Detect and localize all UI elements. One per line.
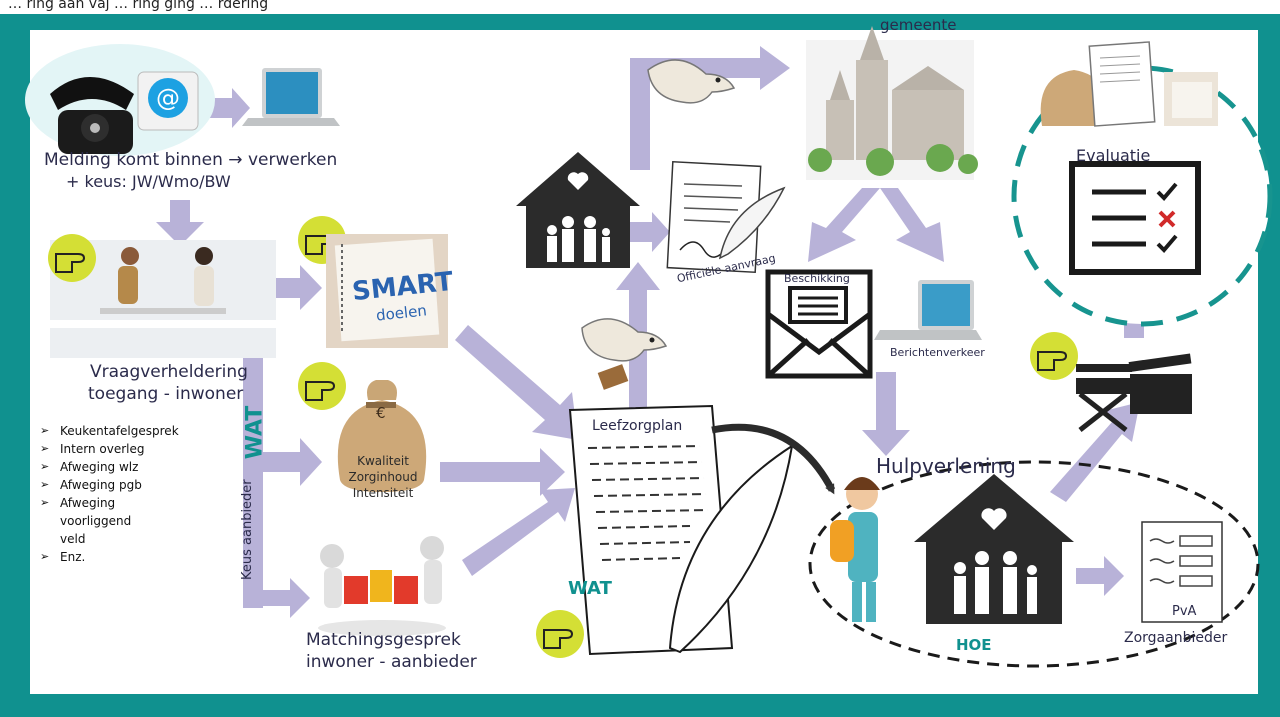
laptop-icon [242, 68, 340, 126]
carrier-pigeon-icon [581, 318, 668, 390]
list-item: Enz. [40, 548, 179, 566]
quill-icon [718, 186, 786, 260]
list-item: Afweging pgb [40, 476, 179, 494]
arrow-to-laptop [207, 88, 250, 128]
hulpverlening-label: Hulpverlening [876, 454, 1016, 478]
arrow-to-matching [263, 578, 310, 618]
pointing-hand-icon [536, 610, 584, 658]
flow-arrows [156, 46, 1156, 618]
arrow-to-smart [243, 265, 322, 310]
vraagverheldering-subtitle: toegang - inwoner [88, 384, 244, 404]
hoe-label: HOE [956, 636, 992, 654]
evaluatie-label: Evaluatie [1076, 146, 1151, 165]
matching-subtitle: inwoner - aanbieder [306, 652, 477, 672]
arrow-matching-to-plan [462, 488, 575, 576]
clapperboard-icon [1128, 353, 1192, 414]
svg-text:@: @ [156, 84, 180, 112]
top-strip [0, 0, 1280, 14]
arrow-house-to-aanvraag [630, 212, 670, 252]
laptop-icon [874, 280, 982, 340]
email-icon: @ [137, 71, 199, 131]
pva-label: PvA [1172, 604, 1197, 619]
list-item: Afweging voorliggend veld [40, 494, 160, 548]
puzzle-icon [318, 536, 446, 636]
melding-label: Melding komt binnen → verwerken [44, 150, 338, 170]
vraagverheldering-title: Vraagverheldering [90, 362, 248, 382]
family-house-icon [914, 474, 1074, 624]
euro-symbol: € [376, 404, 386, 422]
hulpverlening-ellipse [808, 460, 1260, 668]
berichtenverkeer-label: Berichtenverkeer [890, 346, 985, 359]
care-worker-icon [830, 477, 880, 622]
smart-notebook [1164, 72, 1218, 126]
zorginhoud-label: Zorginhoud [348, 470, 418, 484]
envelope-icon [765, 269, 873, 379]
list-item: Keukentafelgesprek [40, 422, 179, 440]
list-item: Intern overleg [40, 440, 179, 458]
document-icon [1088, 41, 1156, 127]
activity-list: Keukentafelgesprek Intern overleg Afwegi… [40, 422, 179, 566]
smart-notebook [326, 234, 448, 348]
checklist-icon [1069, 161, 1201, 275]
cathedral-icon [806, 26, 978, 180]
keus-label: + keus: JW/Wmo/BW [66, 172, 231, 191]
arrow-to-uitvoering [1050, 402, 1140, 502]
wat-bottom-label: WAT [568, 578, 612, 599]
header-caption: … ring aan vaj … ring ging … rdering [8, 0, 269, 12]
pointing-hand-icon [1030, 332, 1078, 380]
arrow-to-beschikking [808, 188, 880, 262]
intensiteit-label: Intensiteit [352, 486, 414, 500]
arrow-to-berichten [880, 188, 944, 262]
money-bag-icon [1040, 70, 1108, 126]
kwaliteit-label: Kwaliteit [357, 454, 409, 468]
money-bag-icon [337, 380, 427, 492]
pointing-hand-icon [48, 234, 96, 282]
zorgaanbieder-label: Zorgaanbieder [1124, 630, 1228, 646]
arrow-plan-to-hulpverlening [711, 423, 836, 495]
wat-vertical-bar [243, 278, 263, 608]
director-chair-icon [1076, 364, 1132, 432]
family-house-icon [516, 152, 640, 268]
keus-aanbieder-label: Keus aanbieder [240, 479, 255, 580]
leefzorgplan-title: Leefzorgplan [592, 418, 683, 434]
telephone-icon [50, 77, 134, 154]
list-item: Afweging wlz [40, 458, 179, 476]
matching-title: Matchingsgesprek [306, 630, 461, 650]
arrow-to-vraagverheldering [156, 200, 204, 246]
pointing-hand-icon [298, 362, 346, 410]
carrier-pigeon-icon [647, 59, 736, 104]
document-icon [1141, 521, 1223, 623]
beschikking-label: Beschikking [784, 272, 850, 285]
arrow-to-pva [1076, 556, 1124, 596]
gemeente-label: gemeente [880, 16, 957, 34]
arrow-smart-to-plan [455, 325, 578, 440]
arrow-money-to-plan [440, 448, 565, 496]
wat-vertical-label: WAT [242, 405, 268, 460]
arrow-to-money [263, 438, 322, 486]
arrow-to-hulpverlening [862, 372, 910, 456]
